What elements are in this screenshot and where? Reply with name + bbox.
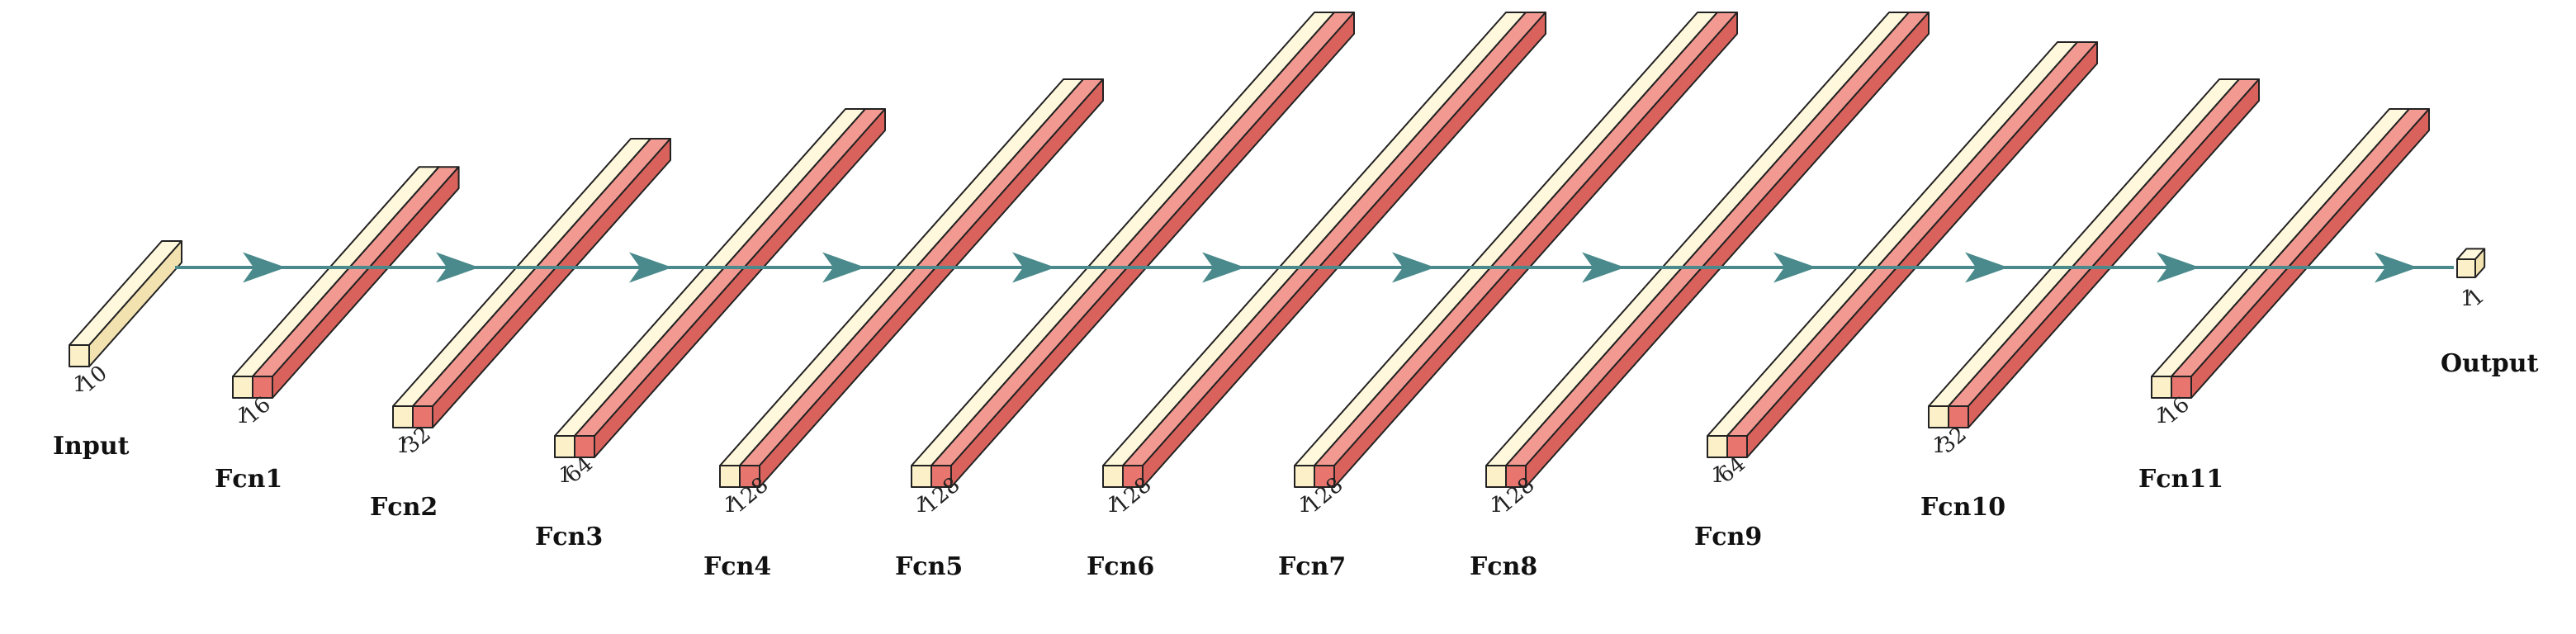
dim-label-fcn9-first: 1 [1711, 463, 1725, 488]
layer-block-fcn2 [392, 138, 671, 428]
connector-arrows [175, 252, 2454, 283]
dim-label-fcn2-first: 1 [396, 433, 410, 458]
fcn4-act-front-face [739, 465, 760, 488]
layer-name-fcn11: Fcn11 [2138, 465, 2223, 494]
fcn3-act-front-face [574, 435, 595, 458]
fcn4-act-side-face [759, 78, 1104, 488]
arrowhead-2 [436, 252, 480, 283]
layer-block-fcn5 [911, 12, 1355, 488]
layer-name-fcn2: Fcn2 [370, 493, 438, 522]
fcn7-act-front-face [1314, 465, 1335, 488]
input-top-face [69, 240, 182, 346]
layer-block-fcn3 [554, 108, 886, 458]
layer-block-fcn1 [232, 166, 460, 399]
fcn5-act-front-face [930, 465, 952, 488]
arrowhead-3 [629, 252, 673, 283]
fcn10-act-front-face [1948, 405, 1969, 428]
layer-name-input: Input [53, 432, 130, 461]
fcn9-act-side-face [1746, 41, 2098, 458]
layer-name-output: Output [2441, 349, 2539, 378]
dim-label-fcn5-first: 1 [915, 493, 929, 518]
arrowhead-12 [2375, 252, 2418, 283]
dim-label-fcn10-first: 1 [1932, 433, 1946, 458]
fcn10-fc-front-face [1928, 405, 1949, 428]
fcn4-act-top-face [739, 78, 1104, 466]
dim-label-fcn4-first: 1 [723, 493, 737, 518]
layer-labels: 110Input116Fcn1132Fcn2164Fcn31128Fcn4112… [53, 284, 2539, 581]
dim-label-output-first: 1 [2460, 286, 2474, 311]
fcn7-act-top-face [1314, 12, 1738, 466]
arrowhead-4 [822, 252, 866, 283]
layer-name-fcn5: Fcn5 [895, 552, 963, 581]
input-side-face [88, 240, 182, 367]
layer-block-fcn4 [719, 78, 1104, 488]
layer-block-fcn7 [1294, 12, 1738, 488]
fcn2-fc-front-face [392, 405, 414, 428]
layer-block-fcn8 [1485, 12, 1930, 488]
fcn8-act-front-face [1505, 465, 1527, 488]
output-front-face [2456, 258, 2476, 278]
dim-label-fcn6-first: 1 [1106, 493, 1120, 518]
fcn9-fc-front-face [1707, 435, 1728, 458]
fcn5-act-top-face [930, 12, 1355, 466]
layer-block-fcn6 [1102, 12, 1546, 488]
fcn6-fc-front-face [1102, 465, 1124, 488]
fcn2-act-front-face [412, 405, 433, 428]
layer-blocks [69, 12, 2486, 488]
fcn8-act-top-face [1505, 12, 1930, 466]
fcn11-fc-front-face [2151, 376, 2172, 399]
dim-label-fcn3-first: 1 [558, 463, 572, 488]
fcn1-act-front-face [252, 376, 273, 399]
dim-label-input-first: 1 [73, 372, 87, 397]
dim-label-fcn7-first: 1 [1298, 493, 1312, 518]
fcn3-fc-front-face [554, 435, 575, 458]
arrowhead-9 [1773, 252, 1817, 283]
layer-block-fcn9 [1707, 41, 2098, 458]
layer-name-fcn4: Fcn4 [703, 552, 771, 581]
dim-label-fcn1-first: 1 [236, 404, 250, 428]
fcn4-fc-front-face [719, 465, 741, 488]
layer-name-fcn10: Fcn10 [1920, 493, 2005, 522]
fcn9-act-top-face [1726, 41, 2098, 437]
layer-name-fcn7: Fcn7 [1278, 552, 1346, 581]
fcn9-fc-top-face [1707, 41, 2078, 437]
fcn5-fc-front-face [911, 465, 932, 488]
layer-name-fcn9: Fcn9 [1694, 523, 1762, 551]
layer-block-fcn10 [1928, 78, 2260, 428]
fcn9-act-front-face [1726, 435, 1748, 458]
layer-name-fcn8: Fcn8 [1470, 552, 1537, 581]
arrowhead-10 [1965, 252, 2009, 283]
layer-name-fcn6: Fcn6 [1087, 552, 1154, 581]
fcn8-fc-front-face [1485, 465, 1507, 488]
arrowhead-1 [243, 252, 286, 283]
input-front-face [69, 344, 90, 367]
arrowhead-11 [2157, 252, 2200, 283]
fcn6-act-top-face [1122, 12, 1546, 466]
arrowhead-5 [1012, 252, 1056, 283]
layer-block-output [2456, 248, 2486, 278]
arrowhead-6 [1202, 252, 1246, 283]
layer-block-fcn11 [2151, 108, 2430, 399]
fcn1-act-top-face [252, 166, 460, 377]
arrowhead-7 [1392, 252, 1436, 283]
fcn11-act-side-face [2190, 108, 2430, 399]
layer-block-input [69, 240, 182, 367]
fcn1-fc-front-face [232, 376, 253, 399]
dim-label-fcn8-first: 1 [1489, 493, 1503, 518]
fcn7-fc-front-face [1294, 465, 1315, 488]
dim-label-fcn11-first: 1 [2155, 404, 2169, 428]
layer-name-fcn3: Fcn3 [535, 523, 603, 551]
fcn6-act-front-face [1122, 465, 1144, 488]
arrowhead-8 [1582, 252, 1626, 283]
layer-name-fcn1: Fcn1 [215, 465, 282, 494]
fcn11-act-front-face [2171, 376, 2192, 399]
